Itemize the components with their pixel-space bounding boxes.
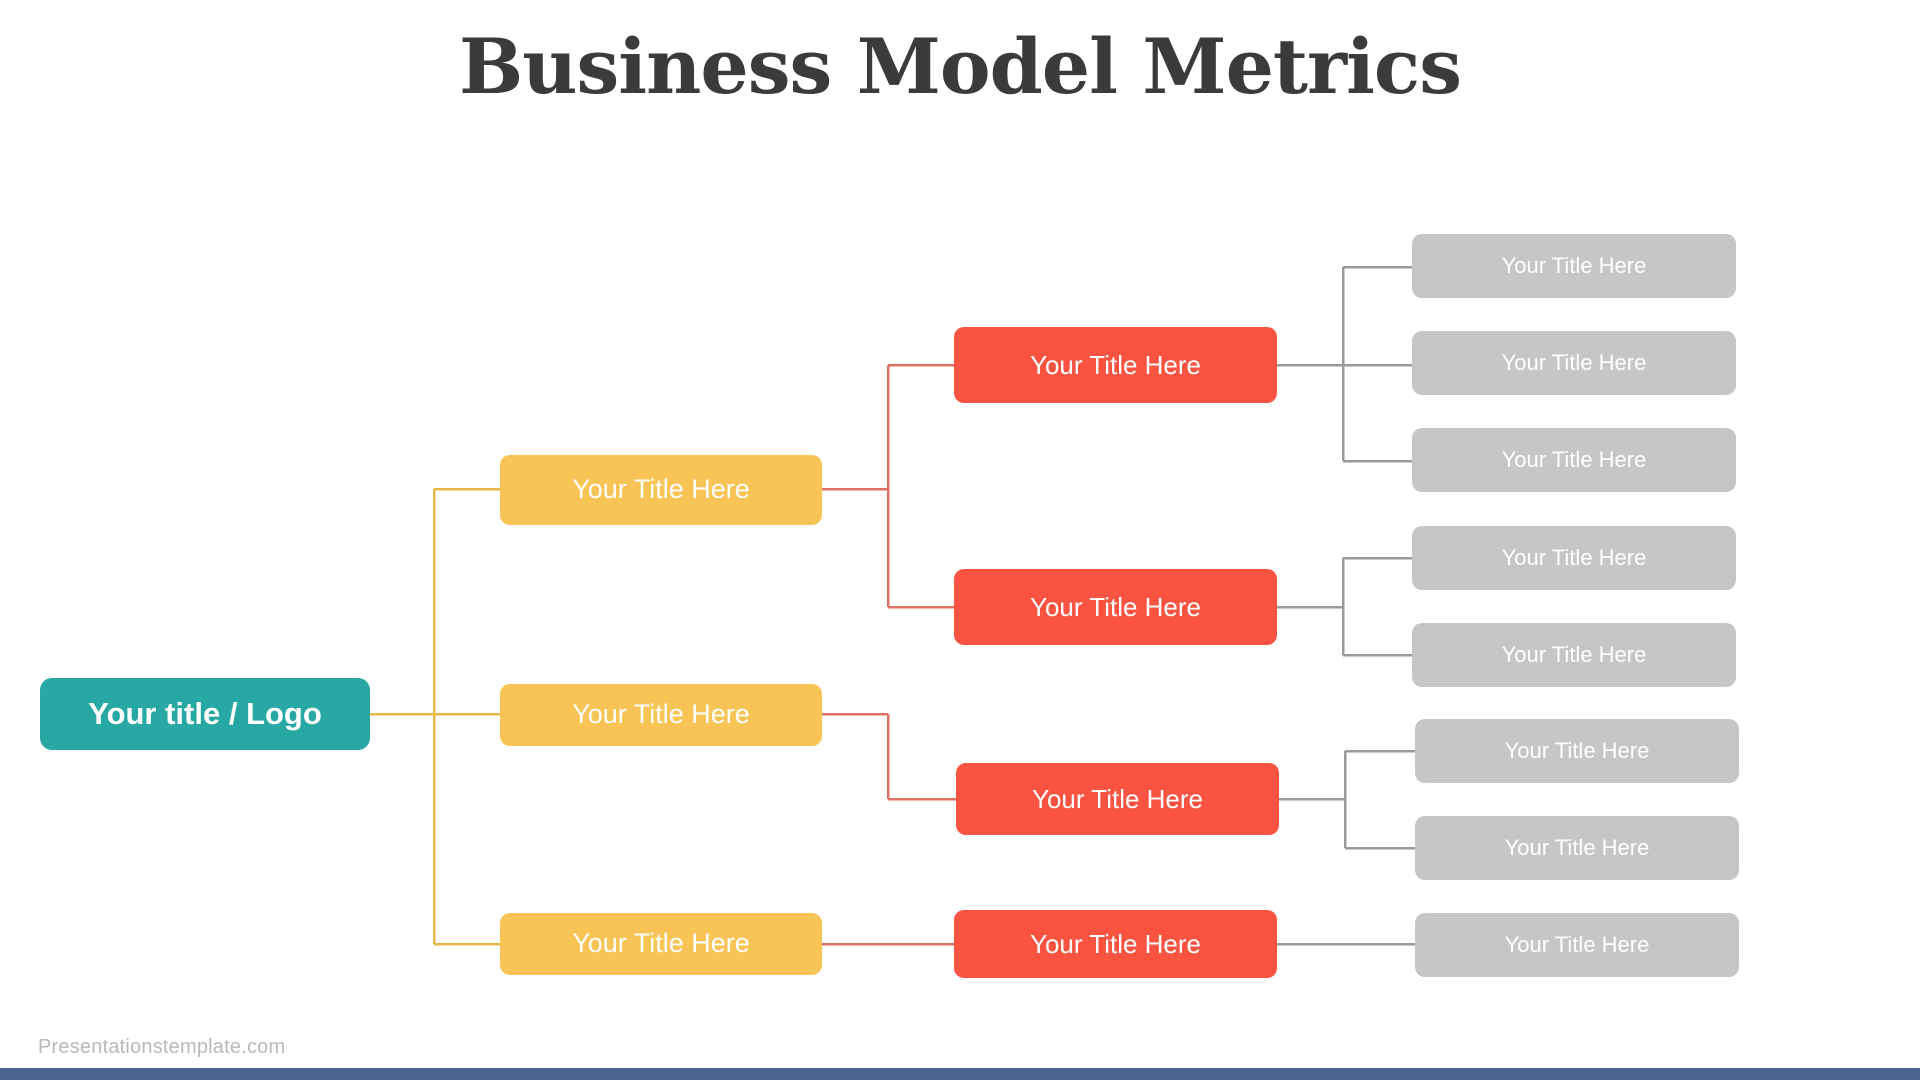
node-level2-1[interactable]: Your Title Here [954, 569, 1277, 645]
node-level3-0[interactable]: Your Title Here [1412, 234, 1736, 298]
connector-level1-1-to-level2 [821, 712, 957, 801]
node-level1-0[interactable]: Your Title Here [500, 455, 822, 525]
node-level3-1[interactable]: Your Title Here [1412, 331, 1736, 395]
node-level2-2[interactable]: Your Title Here [956, 763, 1279, 835]
node-level3-6[interactable]: Your Title Here [1415, 816, 1739, 880]
page-title: Business Model Metrics [459, 22, 1462, 111]
node-level3-3[interactable]: Your Title Here [1412, 526, 1736, 590]
connector-level2-1-to-level3 [1277, 556, 1412, 657]
connector-root-to-level1 [368, 487, 501, 946]
footer-credit: Presentationstemplate.com [38, 1036, 286, 1058]
connector-level1-0-to-level2 [821, 363, 955, 609]
node-root[interactable]: Your title / Logo [40, 678, 370, 750]
node-level1-1[interactable]: Your Title Here [500, 684, 822, 746]
footer-bar [0, 1068, 1920, 1080]
node-level3-4[interactable]: Your Title Here [1412, 623, 1736, 687]
node-level2-3[interactable]: Your Title Here [954, 910, 1277, 978]
connector-level2-2-to-level3 [1279, 749, 1415, 850]
node-level3-5[interactable]: Your Title Here [1415, 719, 1739, 783]
connector-level2-0-to-level3 [1277, 265, 1412, 463]
node-level3-7[interactable]: Your Title Here [1415, 913, 1739, 977]
node-level3-2[interactable]: Your Title Here [1412, 428, 1736, 492]
node-level2-0[interactable]: Your Title Here [954, 327, 1277, 403]
node-level1-2[interactable]: Your Title Here [500, 913, 822, 975]
